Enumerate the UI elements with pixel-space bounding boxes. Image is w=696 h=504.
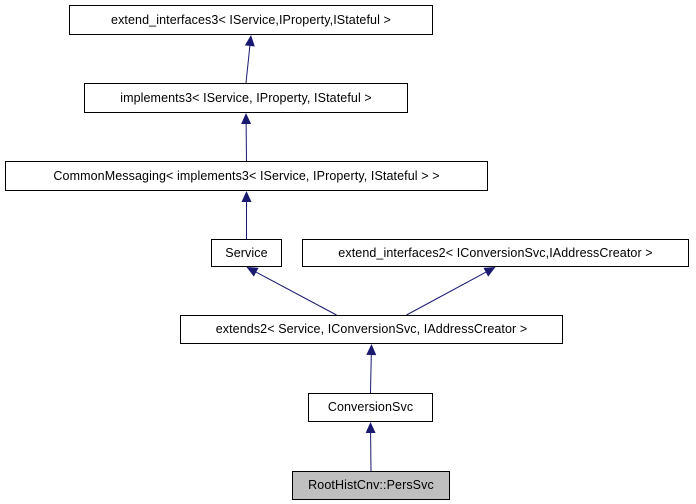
inheritance-edge-root_hist_cnv_pers_svc-to-conversion_svc [365,422,376,472]
class-node-label: RootHistCnv::PersSvc [308,478,434,493]
class-node-root_hist_cnv_pers_svc[interactable]: RootHistCnv::PersSvc [292,471,450,500]
class-node-conversion_svc[interactable]: ConversionSvc [308,393,433,422]
class-node-label: extend_interfaces3< IService,IProperty,I… [111,12,391,27]
inheritance-edge-extends2-to-extend_interfaces2 [406,267,496,316]
edge-line [245,45,251,84]
class-node-extend_interfaces2[interactable]: extend_interfaces2< IConversionSvc,IAddr… [302,239,689,267]
inheritance-edge-service-to-common_messaging [241,191,252,239]
inheritance-edge-common_messaging-to-implements3 [241,113,252,162]
edge-line [406,271,487,316]
class-node-label: implements3< IService, IProperty, IState… [120,90,372,105]
edge-arrowhead [246,267,259,277]
class-node-implements3[interactable]: implements3< IService, IProperty, IState… [84,83,408,113]
edge-arrowhead [366,344,377,356]
edge-arrowhead [241,113,252,125]
class-node-extends2[interactable]: extends2< Service, IConversionSvc, IAddr… [180,315,563,344]
class-node-service[interactable]: Service [211,239,282,267]
edge-arrowhead [241,191,252,202]
class-node-extend_interfaces3[interactable]: extend_interfaces3< IService,IProperty,I… [69,5,433,35]
edge-arrowhead [483,267,496,277]
class-node-label: extends2< Service, IConversionSvc, IAddr… [215,322,528,337]
class-node-label: ConversionSvc [327,400,414,415]
inheritance-edge-implements3-to-extend_interfaces3 [244,35,255,84]
class-node-label: extend_interfaces2< IConversionSvc,IAddr… [338,245,653,260]
class-node-label: Service [225,245,268,260]
edge-arrowhead [365,422,376,434]
class-node-common_messaging[interactable]: CommonMessaging< implements3< IService, … [5,161,488,191]
inheritance-edge-extends2-to-service [246,267,337,316]
edge-line [370,354,372,394]
edge-line [255,271,337,316]
class-node-label: CommonMessaging< implements3< IService, … [53,168,440,183]
inheritance-edge-conversion_svc-to-extends2 [366,344,377,394]
edge-arrowhead [244,35,255,47]
